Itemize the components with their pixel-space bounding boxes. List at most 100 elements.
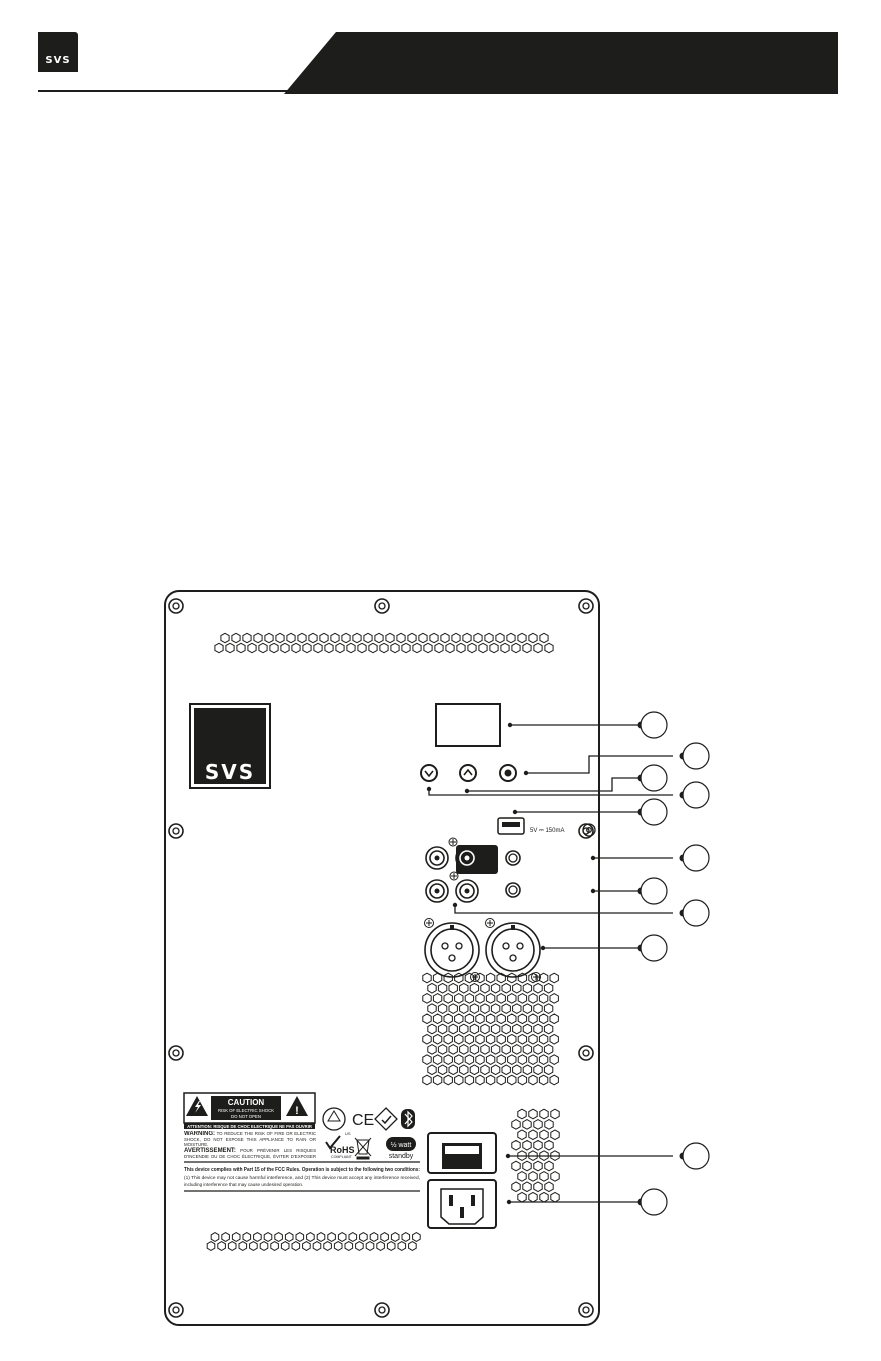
vent-hole <box>533 1023 543 1035</box>
vent-hole <box>264 632 274 644</box>
vent-hole <box>432 993 443 1004</box>
vent-hole <box>448 982 458 994</box>
power-switch[interactable] <box>427 1132 497 1174</box>
vent-hole <box>490 1044 501 1055</box>
vent-hole <box>429 632 439 644</box>
vent-hole <box>475 1013 485 1025</box>
down-button[interactable] <box>420 764 438 782</box>
rca-screw-top <box>448 837 458 847</box>
warning-head: WARNING: <box>184 1131 215 1137</box>
vent-hole <box>330 632 340 644</box>
xlr-input-icon <box>424 918 480 982</box>
vent-hole <box>269 642 279 654</box>
vent-hole <box>323 1241 332 1251</box>
up-button[interactable] <box>459 764 477 782</box>
vent-hole <box>538 972 549 984</box>
vent-hole <box>522 1023 533 1035</box>
vent-hole <box>443 1013 453 1025</box>
vent-hole <box>539 1129 549 1141</box>
vent-hole <box>517 1013 528 1025</box>
vent-hole <box>533 1003 543 1014</box>
vent-hole <box>374 632 384 644</box>
vent-hole <box>274 1232 283 1242</box>
vent-hole <box>517 993 528 1004</box>
vent-hole <box>286 632 296 644</box>
vent-hole <box>291 1241 301 1251</box>
panel-outline <box>164 590 600 1326</box>
vent-hole <box>511 642 521 654</box>
rca-input-icon <box>425 879 449 903</box>
vent-hole <box>390 642 400 654</box>
vent-hole <box>380 1232 389 1242</box>
iec-power-inlet[interactable] <box>427 1179 497 1229</box>
vent-hole <box>528 1150 538 1161</box>
vent-hole <box>295 1232 305 1242</box>
rohs-mark: RoHS COMPLIANT <box>325 1135 355 1159</box>
vent-hole <box>376 1241 385 1251</box>
vent-hole <box>543 1003 554 1014</box>
vent-hole <box>533 1181 543 1193</box>
vent-hole <box>517 1171 527 1182</box>
vent-hole <box>432 1033 443 1045</box>
usb-port[interactable] <box>497 817 525 835</box>
vent-hole <box>549 1033 559 1045</box>
vent-hole <box>544 1181 554 1193</box>
ul-mark-icon <box>322 1107 346 1131</box>
vent-hole <box>454 1013 464 1025</box>
vent-hole <box>484 632 494 644</box>
vent-hole <box>512 1064 522 1076</box>
vent-hole <box>379 642 389 654</box>
vent-hole <box>454 1074 464 1086</box>
vent-hole <box>284 1232 294 1242</box>
weee-mark <box>354 1137 372 1160</box>
screw <box>578 1045 594 1061</box>
screw <box>578 598 594 614</box>
vent-hole <box>533 1064 543 1076</box>
callout-marker <box>464 764 668 794</box>
callout-group <box>426 711 710 1216</box>
vent-hole <box>437 1064 448 1076</box>
vent-hole <box>528 1033 538 1045</box>
vent-hole <box>480 1044 490 1055</box>
vent-hole <box>464 993 475 1004</box>
vent-hole <box>313 642 323 654</box>
vent-hole <box>312 1241 322 1251</box>
vent-hole <box>538 1013 549 1025</box>
vent-hole <box>302 1241 311 1251</box>
vent-hole <box>459 1064 469 1076</box>
vent-hole <box>308 632 318 644</box>
vent-hole <box>423 642 433 654</box>
vent-hole <box>306 1232 315 1242</box>
vent-hole <box>478 642 488 654</box>
vent-hole <box>459 1003 469 1014</box>
vent-hole <box>337 1232 347 1242</box>
vent-hole <box>543 1044 554 1055</box>
vent-hole <box>522 1119 532 1130</box>
vent-hole <box>443 972 453 984</box>
rca-inputs[interactable] <box>425 846 521 903</box>
vent-hole <box>238 1241 248 1251</box>
rca-input-icon <box>505 850 521 866</box>
vent-hole <box>485 993 496 1004</box>
xlr-inputs[interactable] <box>424 918 541 982</box>
vent-hole <box>432 1054 443 1065</box>
screw-group <box>168 598 594 1318</box>
vent-hole <box>475 1074 485 1086</box>
select-button[interactable] <box>499 764 517 782</box>
vent-hole <box>507 1074 517 1086</box>
vent-hole <box>427 1044 437 1055</box>
vent-hole <box>480 1064 490 1076</box>
vent-hole <box>528 632 538 644</box>
vent-hole <box>501 1044 511 1055</box>
rcm-mark <box>374 1107 398 1131</box>
vent-hole <box>517 972 528 984</box>
vent-hole <box>437 1023 448 1035</box>
vent-hole <box>533 1119 543 1130</box>
warning-body: TO REDUCE THE RISK OF FIRE OR ELECTRIC S… <box>184 1131 316 1147</box>
vent-hole <box>344 1241 354 1251</box>
vent-hole <box>346 642 356 654</box>
vent-hole <box>422 972 432 984</box>
vent-hole <box>408 1241 417 1251</box>
callout-marker <box>505 1142 710 1170</box>
